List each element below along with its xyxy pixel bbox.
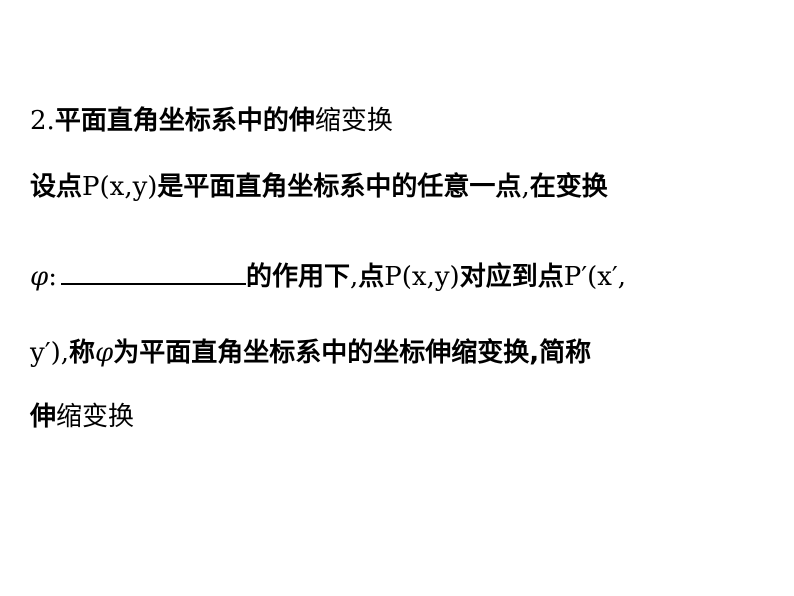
paragraph-line-4: 伸缩变换 [30, 400, 134, 434]
text: 为平面直角坐标系中的坐标伸缩变换 [113, 338, 530, 368]
point-p-prime: P′(x′, [563, 262, 627, 292]
text: 伸 [30, 402, 57, 432]
text: 缩变换 [56, 402, 135, 432]
point-p: P(x,y) [82, 172, 158, 202]
text: 对应到点 [459, 262, 564, 292]
text: 设点 [30, 172, 83, 202]
point-p: P(x,y) [384, 262, 460, 292]
heading-number: 2. [30, 106, 55, 136]
section-heading: 2.平面直角坐标系中的伸缩变换 [30, 104, 393, 138]
paragraph-line-2: φ: 的作用下,点P(x,y)对应到点P′(x′, [30, 260, 626, 294]
paragraph-line-1: 设点P(x,y)是平面直角坐标系中的任意一点,在变换 [30, 170, 608, 204]
text: 的作用下 [245, 262, 350, 292]
colon: : [48, 262, 57, 292]
text: 是平面直角坐标系中的任意一点 [157, 172, 522, 202]
phi-symbol: φ [95, 338, 114, 368]
paragraph-line-3: y′),称φ为平面直角坐标系中的坐标伸缩变换,简称 [30, 336, 591, 370]
text: 点 [358, 262, 385, 292]
comma: , [350, 262, 359, 292]
text: 称 [69, 338, 96, 368]
heading-light-text: 缩变换 [314, 106, 393, 136]
text: ,简称 [529, 338, 592, 368]
phi-symbol: φ [30, 262, 49, 292]
text: y′), [30, 338, 69, 368]
comma: , [521, 172, 530, 202]
fill-in-blank[interactable] [60, 261, 246, 285]
text: 在变换 [529, 172, 608, 202]
heading-bold-text: 平面直角坐标系中的伸 [54, 106, 315, 136]
